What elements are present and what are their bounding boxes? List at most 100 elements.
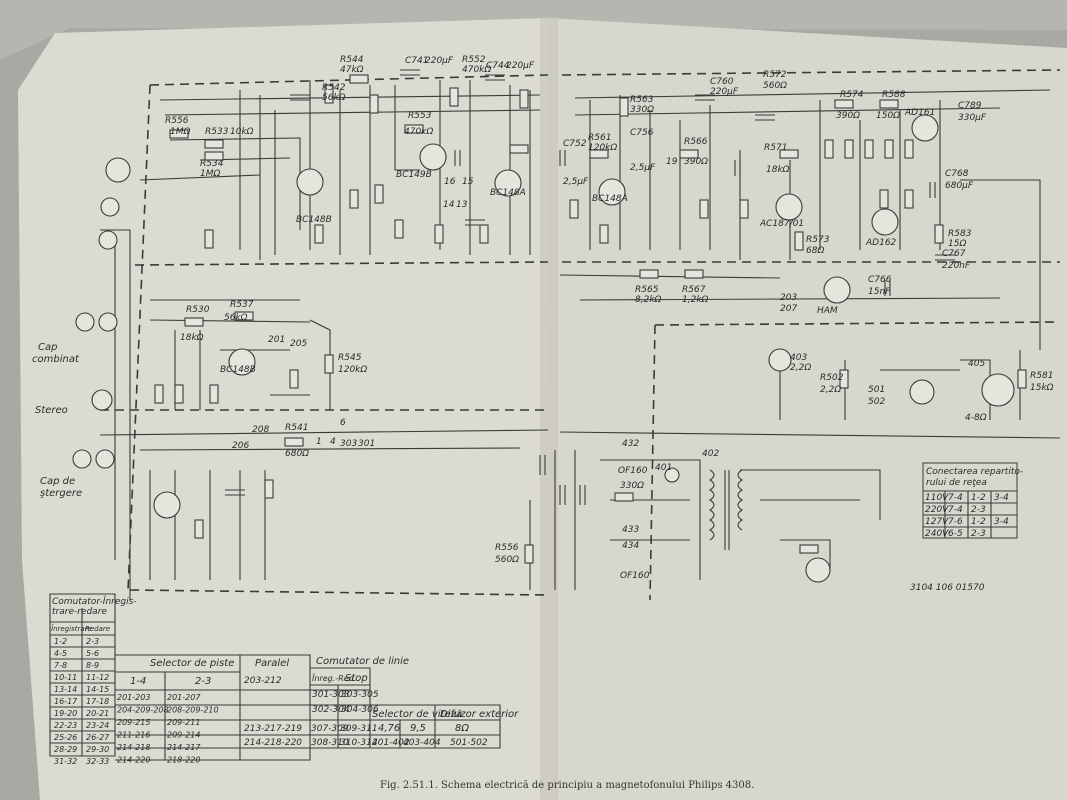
component-ref: R545 [338,353,362,363]
misc-label: 2,2Ω [790,363,811,373]
transistor-label: AC187/01 [759,219,804,229]
selector-cell: 214-217 [167,743,201,752]
switch-pair-record: 28-29 [54,745,77,754]
selector-cell: 218-220 [167,756,200,765]
speed-pins: 401-402 [372,738,410,748]
misc-label: 206 [232,441,249,451]
speaker-title: Difuzor exterior [440,709,519,720]
component-ref: R574 [840,90,864,100]
component-ref: R563 [630,95,654,105]
network-table-title-2: rului de reţea [926,478,987,488]
extra-cell: 307-309 [311,724,349,734]
drawing-number: 3104 106 01570 [910,583,985,593]
component-value: 2,5μF [630,163,656,173]
speed-value: 9,5 [410,723,426,734]
component-value: 56kΩ [224,313,248,323]
transistor-symbols [153,114,939,519]
misc-label: OF160 [620,571,650,581]
network-cell: 220V [925,505,949,515]
component-ref: C741 [405,56,428,66]
misc-label: 405 [968,359,985,369]
misc-label: 501 [868,385,885,395]
switch-pair-playback: 5-6 [86,649,99,658]
component-value: 330Ω [630,105,654,115]
line-cell: 304-306 [341,705,379,715]
component-value: 18kΩ [766,165,790,175]
misc-label: 13 [456,200,468,210]
misc-label: 502 [868,397,885,407]
selector-cell: 203-212 [244,676,282,686]
switch-table-subheader: Înregistrare [51,624,92,633]
selector-col: Paralel [255,658,289,669]
selector-cell: 209-215 [117,718,150,727]
network-cell: 3-4 [994,493,1009,503]
switch-pair-playback: 32-33 [86,757,109,766]
selector-cell: 201-207 [167,693,201,702]
component-value: 390Ω [836,111,860,121]
network-cell: 127V [925,517,949,527]
component-value: 330μF [958,113,987,123]
component-ref: R588 [882,90,906,100]
component-value: 120kΩ [588,143,617,153]
component-ref: C760 [710,77,734,87]
component-value: 560Ω [763,81,787,91]
component-value: 470kΩ [462,65,491,75]
switch-table-subheader: Redare [85,625,110,633]
component-ref: R530 [186,305,210,315]
network-cell: 6-5 [948,529,963,539]
network-cell: 1-2 [971,517,986,527]
misc-label: 434 [622,541,639,551]
label-cap-stergere-1: Cap de [40,476,75,487]
speaker-value: 8Ω [455,723,469,734]
misc-label: 1 [316,437,322,447]
component-value: 2,2Ω [820,385,841,395]
misc-label: OF160 [618,466,648,476]
transistor-label: BC148B [220,365,256,375]
component-value: 560Ω [495,555,519,565]
misc-label: 403 [790,353,807,363]
component-value: 680Ω [285,449,309,459]
switch-pair-playback: 23-24 [86,721,109,730]
component-value: 220nF [942,261,971,271]
component-ref: C756 [630,128,654,138]
component-value: 1,2kΩ [682,295,709,305]
misc-label: 15 [462,177,474,187]
figure-caption: Fig. 2.51.1. Schema electrică de princip… [380,780,754,791]
misc-label: 208 [252,425,269,435]
component-ref: C766 [868,275,892,285]
label-cap-combinat-2: combinat [32,354,80,365]
component-value: 220μF [710,87,739,97]
selector-cell: 209-214 [167,731,200,740]
component-ref: R556 [495,543,519,553]
component-ref: R566 [684,137,708,147]
component-ref: R541 [285,423,308,433]
misc-label: 433 [622,525,639,535]
component-ref: R533 [205,127,229,137]
switch-pair-record: 19-20 [54,709,77,718]
component-value: 18kΩ [180,333,204,343]
switch-pair-record: 25-26 [54,733,77,742]
component-ref: R561 [588,133,611,143]
misc-label: 301 [358,439,375,449]
network-table [922,462,1018,539]
label-cap-combinat-1: Cap [38,342,57,353]
component-ref: R572 [763,70,787,80]
component-value: 2,5μF [563,177,589,187]
heads-and-connectors [72,157,1015,583]
right-page [548,18,1067,800]
component-value: 68Ω [806,246,824,256]
switch-pair-playback: 11-12 [86,673,109,682]
switch-pair-playback: 26-27 [86,733,110,742]
component-ref: C744 [486,61,510,71]
component-value: 120kΩ [338,365,367,375]
extra-cell: 310-312 [340,738,378,748]
network-cell: 110V [925,493,949,503]
speed-value: 4,76 [378,723,400,734]
misc-label: 203 [780,293,797,303]
misc-label: 330Ω [620,481,644,491]
switch-pair-playback: 8-9 [86,661,99,670]
transistor-label: BC148A [592,194,628,204]
extra-cell: 308-310 [311,738,349,748]
